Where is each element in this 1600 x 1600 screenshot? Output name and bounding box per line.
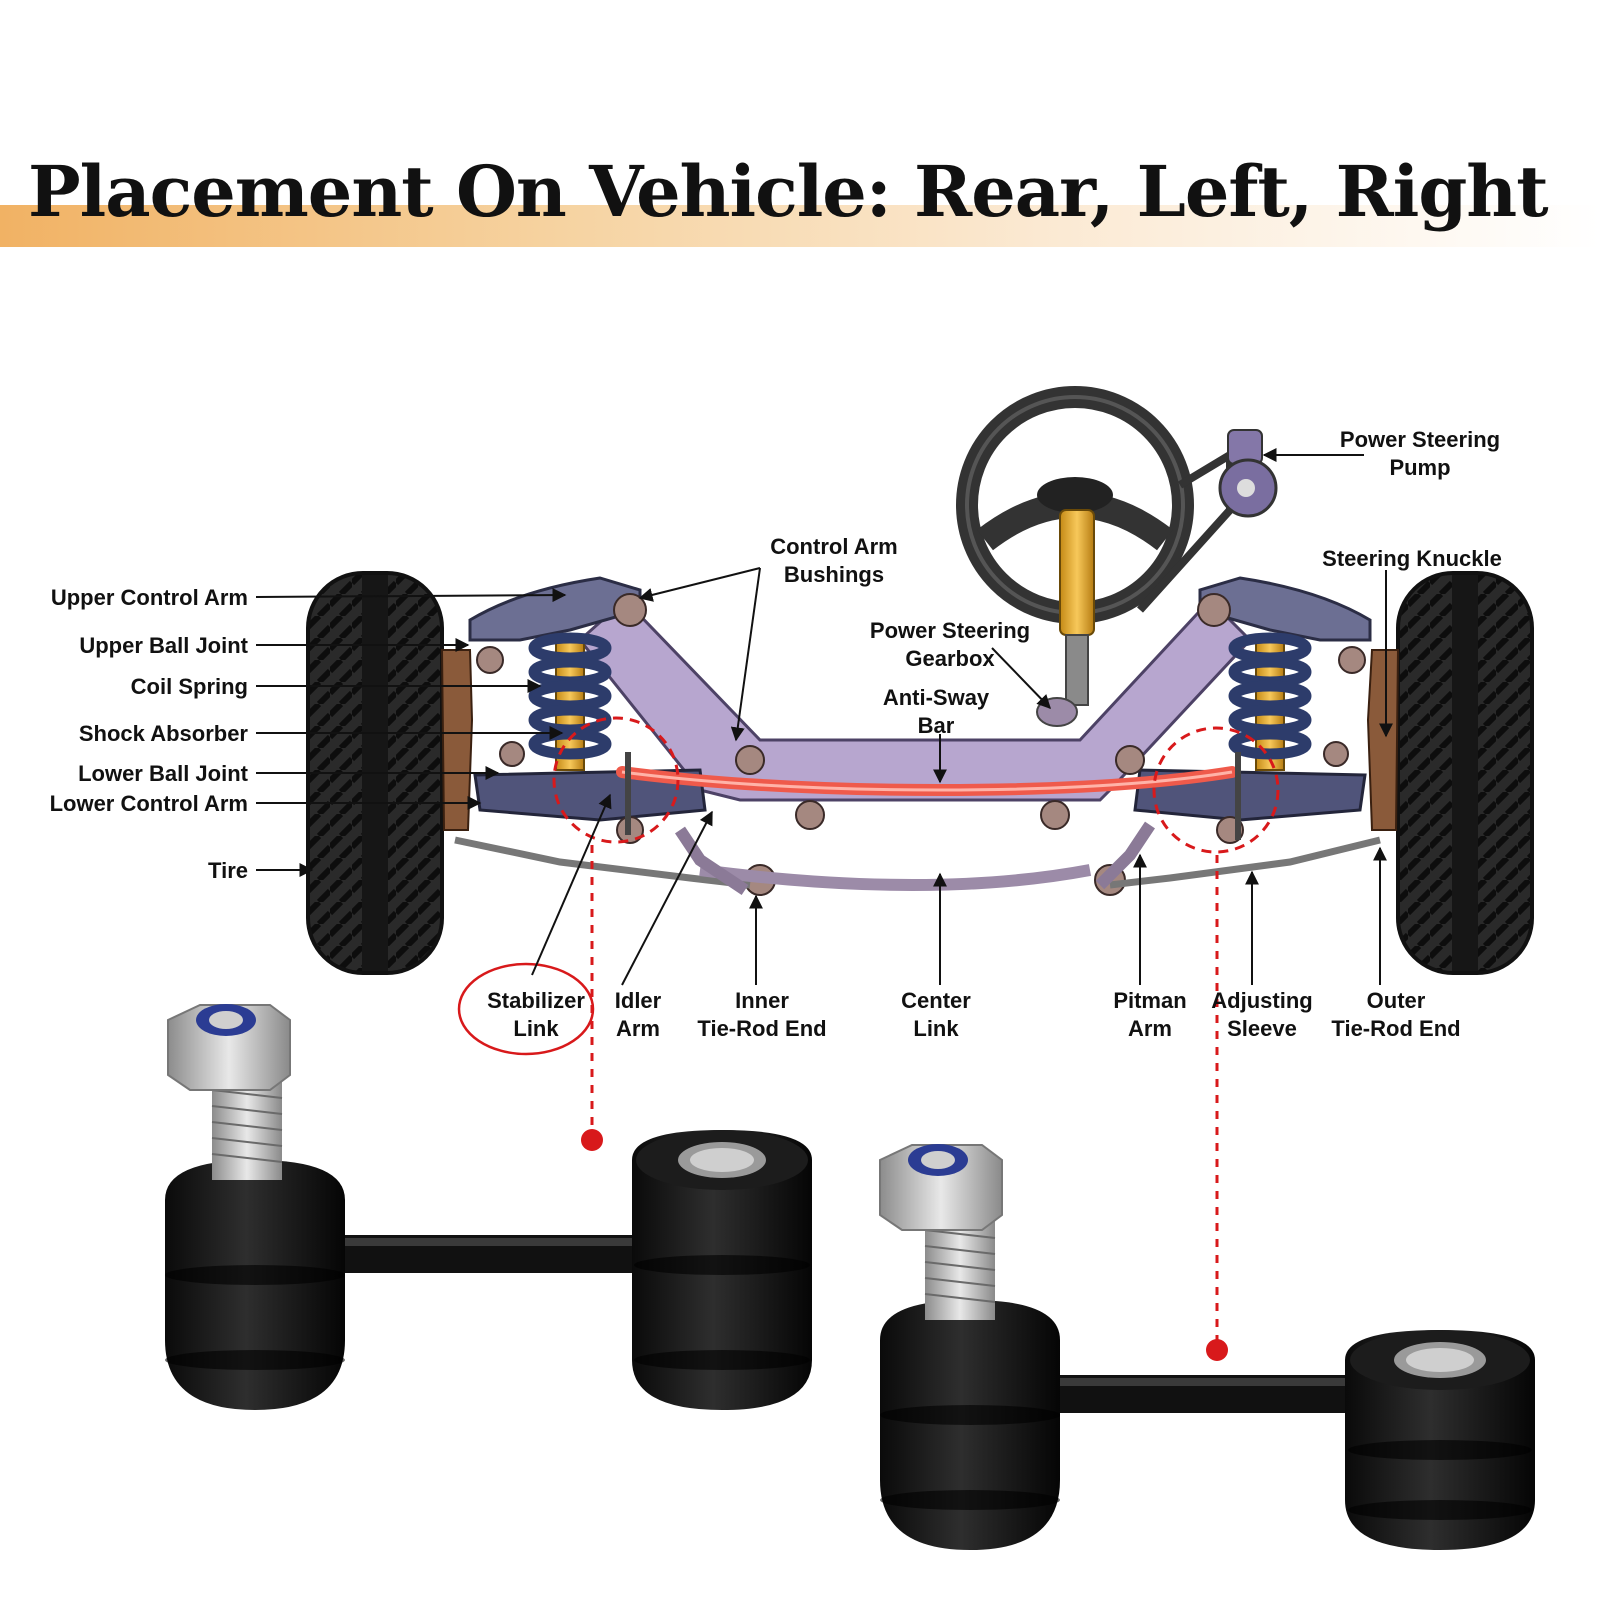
label-idler-arm-2: Arm bbox=[616, 1016, 660, 1041]
label-lower-control-arm: Lower Control Arm bbox=[50, 791, 248, 816]
label-power-steering-pump-1: Power Steering bbox=[1340, 427, 1500, 452]
right-coil-spring-shock bbox=[1228, 632, 1312, 771]
stabilizer-link-product-right bbox=[879, 1144, 1535, 1550]
label-center-link-2: Link bbox=[913, 1016, 959, 1041]
leader-lines bbox=[255, 448, 1393, 986]
label-shock-absorber: Shock Absorber bbox=[79, 721, 249, 746]
label-control-arm-bushings-1: Control Arm bbox=[770, 534, 898, 559]
steering-shaft bbox=[1065, 634, 1089, 706]
label-outer-tie-rod-end-1: Outer bbox=[1367, 988, 1426, 1013]
label-center-link-1: Center bbox=[901, 988, 971, 1013]
label-power-steering-gearbox-2: Gearbox bbox=[905, 646, 995, 671]
power-steering-gearbox bbox=[1036, 697, 1078, 727]
pitman-arm bbox=[1095, 821, 1155, 890]
right-upper-control-arm bbox=[1198, 576, 1372, 642]
center-link bbox=[699, 864, 1092, 891]
label-power-steering-pump-2: Pump bbox=[1389, 455, 1450, 480]
label-upper-control-arm: Upper Control Arm bbox=[51, 585, 248, 610]
label-inner-tie-rod-end-1: Inner bbox=[735, 988, 789, 1013]
title-highlight-band bbox=[0, 205, 1600, 247]
label-anti-sway-bar-1: Anti-Sway bbox=[883, 685, 990, 710]
label-inner-tie-rod-end-2: Tie-Rod End bbox=[697, 1016, 826, 1041]
label-control-arm-bushings-2: Bushings bbox=[784, 562, 884, 587]
idler-arm bbox=[675, 826, 749, 895]
label-outer-tie-rod-end-2: Tie-Rod End bbox=[1331, 1016, 1460, 1041]
label-upper-ball-joint: Upper Ball Joint bbox=[79, 633, 248, 658]
right-tire bbox=[1396, 571, 1534, 975]
right-highlight-circle bbox=[1152, 726, 1280, 854]
label-pitman-arm-1: Pitman bbox=[1113, 988, 1186, 1013]
left-tie-rod bbox=[454, 836, 751, 889]
power-steering-pump bbox=[1218, 429, 1278, 518]
label-stabilizer-link-1: Stabilizer bbox=[487, 988, 585, 1013]
left-connector-dot bbox=[581, 1129, 603, 1151]
label-stabilizer-link-2: Link bbox=[513, 1016, 559, 1041]
right-knuckle bbox=[1366, 649, 1400, 831]
left-highlight-circle bbox=[552, 716, 680, 844]
steering-column bbox=[1059, 509, 1095, 636]
label-power-steering-gearbox-1: Power Steering bbox=[870, 618, 1030, 643]
page-title: Placement On Vehicle: Rear, Left, Right bbox=[28, 150, 1549, 233]
label-steering-knuckle: Steering Knuckle bbox=[1322, 546, 1502, 571]
label-lower-ball-joint: Lower Ball Joint bbox=[78, 761, 249, 786]
label-anti-sway-bar-2: Bar bbox=[918, 713, 955, 738]
anti-sway-bar-highlight bbox=[621, 770, 1233, 792]
left-upper-control-arm bbox=[468, 576, 642, 642]
label-coil-spring: Coil Spring bbox=[131, 674, 248, 699]
right-tie-rod bbox=[1109, 836, 1381, 889]
left-coil-spring-shock bbox=[528, 632, 612, 771]
label-adjusting-sleeve-1: Adjusting bbox=[1211, 988, 1312, 1013]
label-idler-arm-1: Idler bbox=[615, 988, 662, 1013]
stabilizer-link-product-left bbox=[165, 1004, 812, 1410]
right-connector-dot bbox=[1206, 1339, 1228, 1361]
label-adjusting-sleeve-2: Sleeve bbox=[1227, 1016, 1297, 1041]
label-tire: Tire bbox=[208, 858, 248, 883]
label-pitman-arm-2: Arm bbox=[1128, 1016, 1172, 1041]
